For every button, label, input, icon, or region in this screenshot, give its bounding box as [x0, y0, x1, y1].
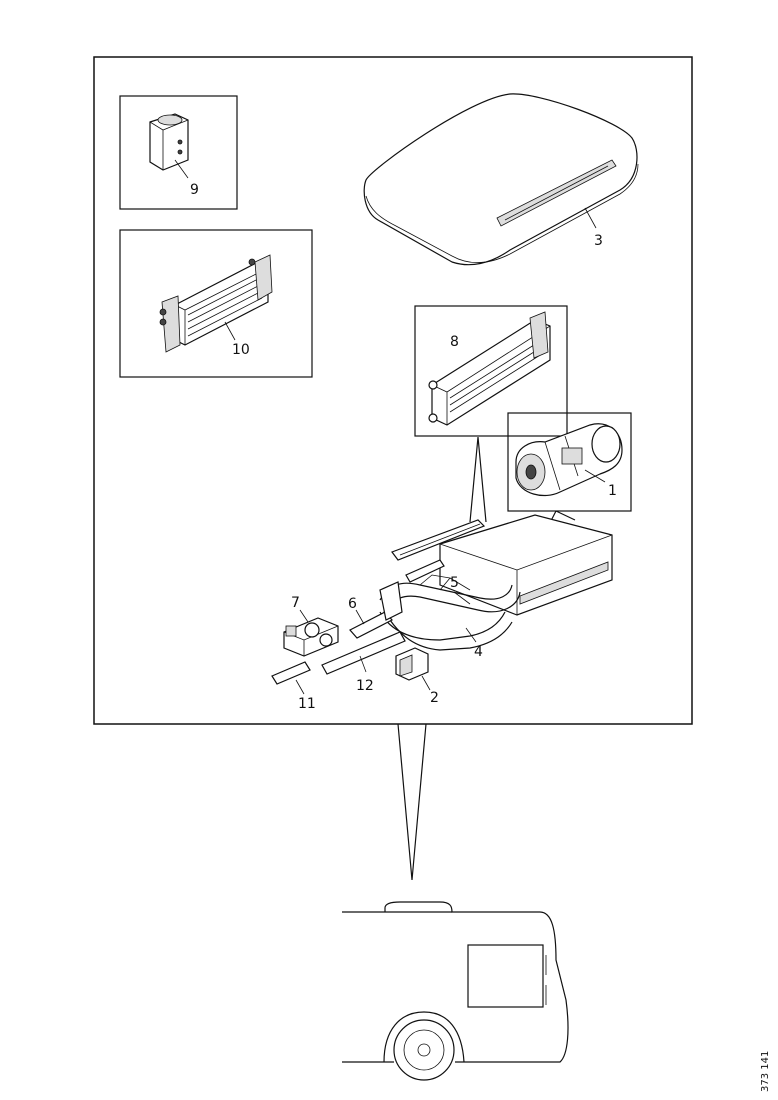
callout-8: 8 [450, 334, 459, 350]
inset-box-item-8: 8 [414, 305, 568, 437]
vehicle-wheel [383, 1011, 465, 1081]
inset-box-item-9: 9 [119, 95, 238, 210]
vehicle-silhouette [342, 901, 569, 1081]
callout-4: 4 [474, 644, 483, 660]
main-assembly [271, 514, 613, 695]
item-3-roof-cover: 3 [363, 93, 639, 266]
main-frame [93, 56, 693, 725]
callout-10: 10 [232, 342, 250, 358]
item-1-blower-fan [515, 423, 623, 497]
callout-12: 12 [356, 678, 374, 694]
figure-reference: 373 141 [760, 1051, 771, 1092]
callout-1: 1 [608, 483, 617, 499]
item-9-part [149, 113, 189, 179]
item-2-switch [395, 647, 431, 691]
callout-9: 9 [190, 182, 199, 198]
callout-2: 2 [430, 690, 439, 706]
item-7-valve [283, 609, 339, 657]
item-8-heat-exchanger [428, 311, 551, 426]
callout-3: 3 [594, 233, 603, 249]
callout-7: 7 [291, 595, 300, 611]
callout-11: 11 [298, 696, 316, 712]
callout-5: 5 [450, 575, 459, 591]
item-10-heater-core [159, 254, 273, 353]
inset-box-item-10: 10 [119, 229, 313, 378]
callout-6: 6 [348, 596, 357, 612]
location-pointer [397, 723, 427, 881]
inset-box-item-1: 1 [507, 412, 632, 512]
